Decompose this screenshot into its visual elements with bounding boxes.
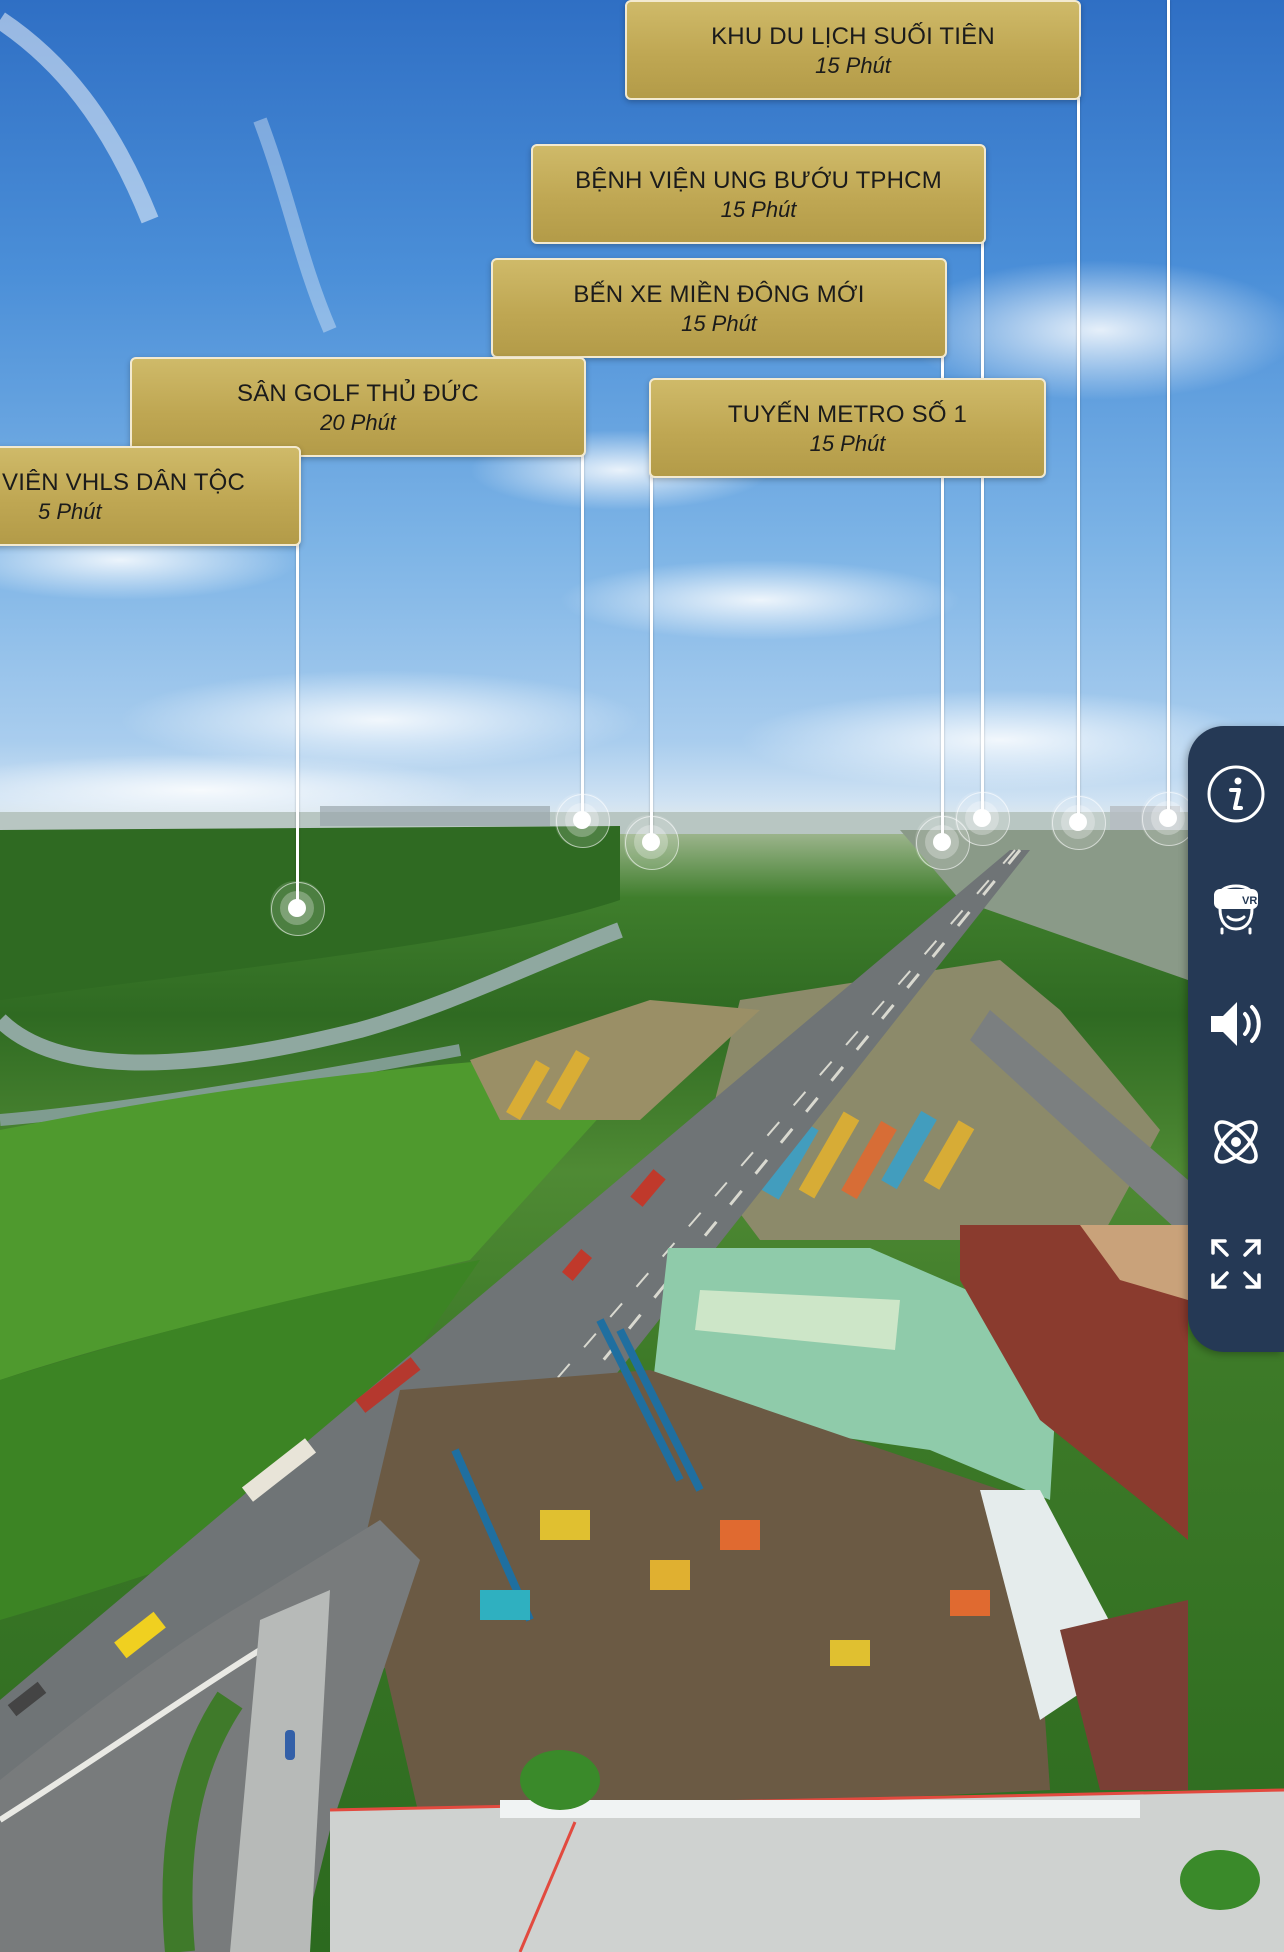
location-name: BẾN XE MIỀN ĐÔNG MỚI [573, 281, 865, 308]
pin-ring [556, 794, 610, 848]
location-label-ung-buou[interactable]: BỆNH VIỆN UNG BƯỚU TPHCM 15 Phút [531, 144, 986, 244]
location-label-ben-xe[interactable]: BẾN XE MIỀN ĐÔNG MỚI 15 Phút [491, 258, 947, 358]
pin-marker-van-hoa[interactable] [288, 899, 306, 917]
location-travel-time: 15 Phút [809, 431, 886, 456]
vr-headset-icon: VR [1214, 884, 1258, 935]
location-travel-time: 15 Phút [720, 197, 797, 222]
info-icon [1207, 765, 1265, 823]
location-label-van-hoa[interactable]: VIÊN VHLS DÂN TỘC 5 Phút [0, 446, 301, 546]
pin-line-suoi-tien [1077, 98, 1080, 822]
pin-line-ung-buou [981, 242, 984, 818]
pin-line-ben-xe [941, 356, 944, 840]
pin-marker-ung-buou[interactable] [973, 809, 991, 827]
pin-marker-suoi-tien[interactable] [1069, 813, 1087, 831]
location-name: VIÊN VHLS DÂN TỘC [2, 469, 246, 496]
pin-line-san-golf [581, 455, 584, 820]
viewer-toolbar: VR [1188, 726, 1284, 1352]
info-button[interactable] [1188, 746, 1284, 842]
pin-ring [625, 816, 679, 870]
pin-ring [1052, 796, 1106, 850]
location-label-suoi-tien[interactable]: KHU DU LỊCH SUỐI TIÊN 15 Phút [625, 0, 1081, 100]
pin-marker-ben-xe[interactable] [933, 833, 951, 851]
location-name: TUYẾN METRO SỐ 1 [727, 401, 968, 428]
sound-toggle-button[interactable] [1188, 976, 1284, 1072]
pin-marker-extra[interactable] [1159, 809, 1177, 827]
location-label-metro[interactable]: TUYẾN METRO SỐ 1 15 Phút [649, 378, 1046, 478]
pin-marker-metro[interactable] [642, 833, 660, 851]
gyroscope-icon [1214, 1120, 1258, 1164]
location-name: BỆNH VIỆN UNG BƯỚU TPHCM [575, 167, 942, 194]
pin-ring [271, 882, 325, 936]
fullscreen-button[interactable] [1188, 1216, 1284, 1312]
sound-icon [1211, 1002, 1261, 1046]
location-travel-time: 20 Phút [320, 410, 396, 435]
pin-marker-san-golf[interactable] [573, 811, 591, 829]
vr-mode-button[interactable]: VR [1188, 856, 1284, 952]
location-travel-time: 15 Phút [681, 311, 757, 336]
vr-badge: VR [1242, 895, 1257, 907]
gyroscope-button[interactable] [1188, 1094, 1284, 1190]
fullscreen-icon [1211, 1239, 1261, 1289]
location-name: SÂN GOLF THỦ ĐỨC [237, 380, 479, 407]
location-label-san-golf[interactable]: SÂN GOLF THỦ ĐỨC 20 Phút [130, 357, 586, 457]
pin-line-extra [1167, 0, 1170, 818]
location-travel-time: 5 Phút [38, 499, 102, 524]
location-name: KHU DU LỊCH SUỐI TIÊN [711, 23, 995, 50]
pin-line-van-hoa [296, 544, 299, 908]
pin-ring [916, 816, 970, 870]
pin-line-metro [650, 476, 653, 842]
location-travel-time: 15 Phút [815, 53, 891, 78]
